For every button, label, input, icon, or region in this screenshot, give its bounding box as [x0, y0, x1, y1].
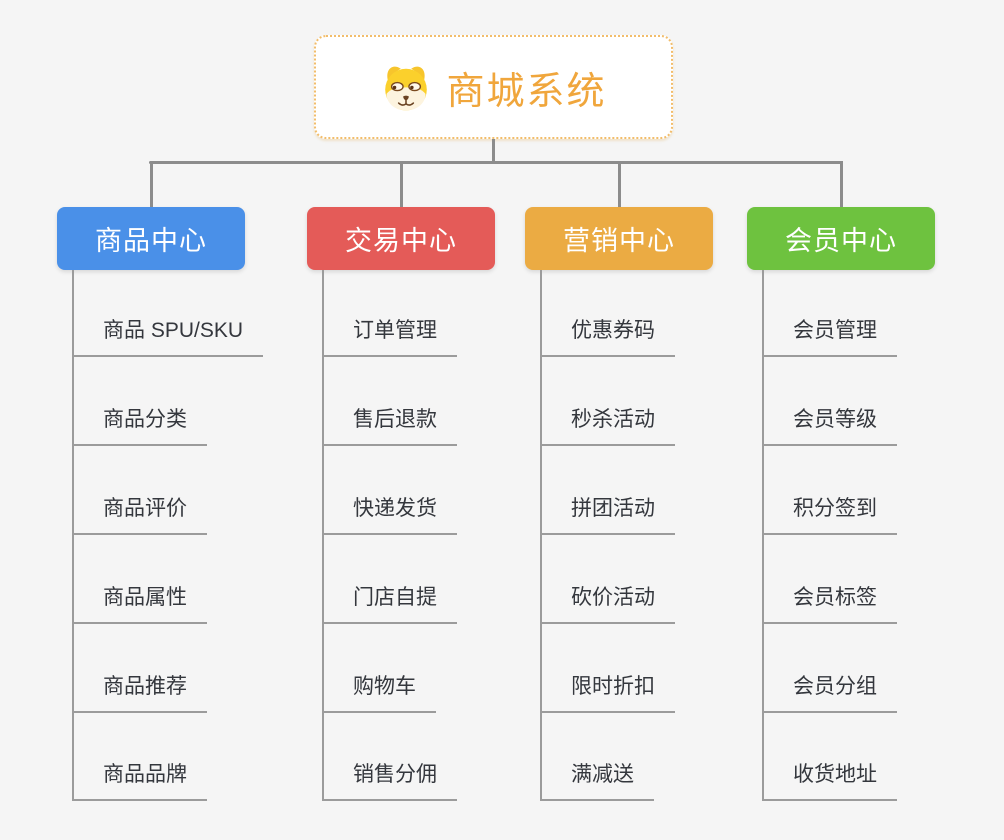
shiba-dog-icon	[380, 61, 432, 113]
branch-node-1[interactable]: 交易中心	[307, 207, 495, 270]
leaf-item[interactable]: 快递发货	[322, 495, 457, 535]
leaf-item[interactable]: 会员标签	[762, 584, 897, 624]
connector-drop-2	[617, 161, 621, 207]
leaf-item[interactable]: 积分签到	[762, 495, 897, 535]
leaf-item[interactable]: 商品属性	[72, 584, 207, 624]
leaf-item[interactable]: 会员等级	[762, 406, 897, 446]
connector-drop-1	[399, 161, 403, 207]
branch-node-0[interactable]: 商品中心	[57, 207, 245, 270]
leaf-item[interactable]: 收货地址	[762, 761, 897, 801]
leaf-item[interactable]: 砍价活动	[540, 584, 675, 624]
root-node[interactable]: 商城系统	[314, 35, 673, 139]
leaf-item[interactable]: 会员管理	[762, 317, 897, 357]
branch-node-3[interactable]: 会员中心	[747, 207, 935, 270]
leaf-item[interactable]: 商品 SPU/SKU	[72, 317, 264, 357]
leaf-item[interactable]: 满减送	[540, 761, 654, 801]
leaf-item[interactable]: 秒杀活动	[540, 406, 675, 446]
leaf-item[interactable]: 限时折扣	[540, 673, 675, 713]
connector-drop-3	[839, 161, 843, 207]
leaf-item[interactable]: 商品推荐	[72, 673, 207, 713]
root-title: 商城系统	[446, 70, 607, 113]
branch-column-2: 营销中心优惠券码秒杀活动拼团活动砍价活动限时折扣满减送	[525, 207, 765, 807]
connector-drop-0	[149, 161, 153, 207]
branch-column-1: 交易中心订单管理售后退款快递发货门店自提购物车销售分佣	[307, 207, 547, 807]
branch-column-0: 商品中心商品 SPU/SKU 商品分类商品评价商品属性商品推荐商品品牌	[57, 207, 297, 807]
branch-node-2[interactable]: 营销中心	[525, 207, 713, 270]
leaf-item[interactable]: 售后退款	[322, 406, 457, 446]
leaf-item[interactable]: 商品品牌	[72, 761, 207, 801]
leaf-item[interactable]: 会员分组	[762, 673, 897, 713]
branch-trunk-1	[322, 270, 324, 801]
connector-horizontal-bar	[149, 161, 842, 164]
leaf-item[interactable]: 商品评价	[72, 495, 207, 535]
branch-trunk-0	[72, 270, 74, 801]
branch-column-3: 会员中心会员管理会员等级积分签到会员标签会员分组收货地址	[747, 207, 987, 807]
connector-root-trunk	[492, 139, 495, 164]
leaf-item[interactable]: 购物车	[322, 673, 436, 713]
leaf-item[interactable]: 销售分佣	[322, 761, 457, 801]
branch-trunk-3	[762, 270, 764, 801]
leaf-item[interactable]: 商品分类	[72, 406, 207, 446]
leaf-item[interactable]: 优惠券码	[540, 317, 675, 357]
leaf-item[interactable]: 拼团活动	[540, 495, 675, 535]
branch-trunk-2	[540, 270, 542, 801]
leaf-item[interactable]: 订单管理	[322, 317, 457, 357]
leaf-item[interactable]: 门店自提	[322, 584, 457, 624]
